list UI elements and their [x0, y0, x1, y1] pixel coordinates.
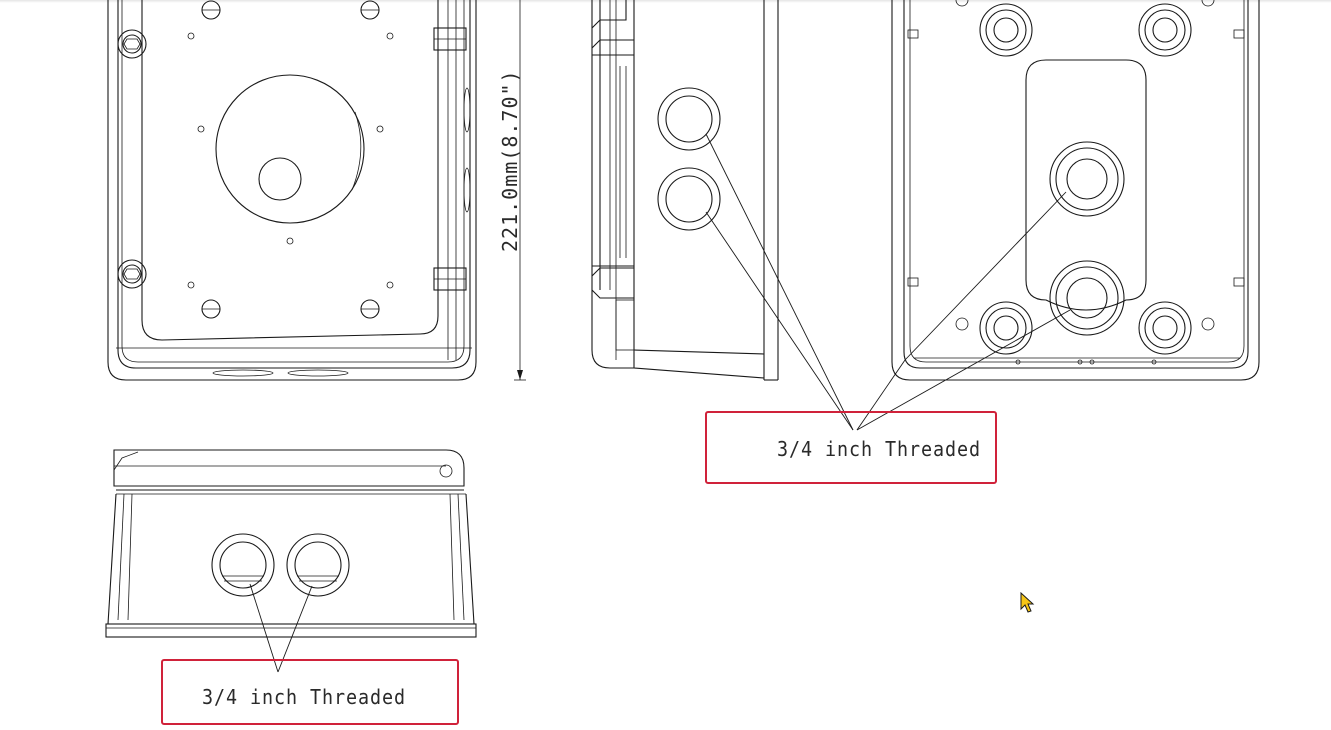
top-edge-shadow	[0, 0, 1331, 3]
side-view	[591, 0, 779, 381]
back-view	[891, 0, 1260, 381]
leader-lines-upper	[705, 133, 1071, 431]
callout-lower-label: 3/4 inch Threaded	[202, 685, 406, 709]
mouse-pointer-icon	[1020, 592, 1035, 613]
leader-lines-lower	[249, 583, 313, 673]
bottom-view	[105, 449, 477, 638]
callout-lower: 3/4 inch Threaded	[161, 659, 459, 725]
callout-upper: 3/4 inch Threaded	[705, 411, 997, 484]
callout-upper-label: 3/4 inch Threaded	[777, 437, 981, 461]
front-view	[107, 0, 526, 381]
height-dimension-label: 221.0mm(8.70")	[498, 69, 522, 252]
